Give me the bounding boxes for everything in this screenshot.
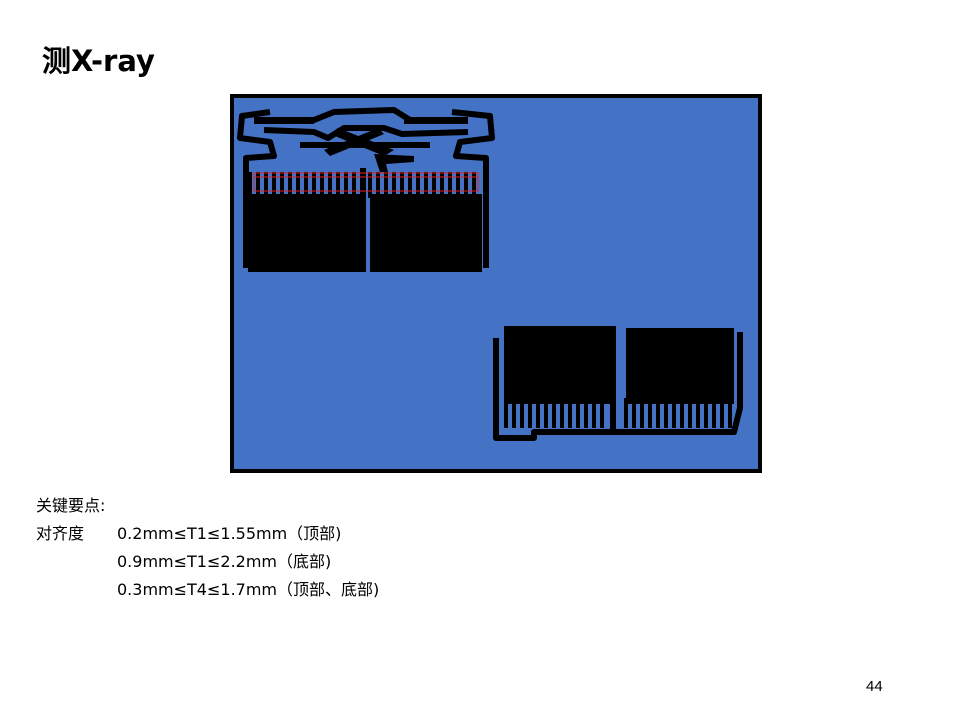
connector-pin — [632, 398, 636, 428]
connector-pin — [696, 398, 700, 428]
bottom-connector-block — [504, 326, 734, 434]
key-points-heading: 关键要点: — [36, 496, 106, 515]
connector-pin — [592, 398, 596, 428]
top-connector-block — [248, 168, 482, 272]
connector-pin — [248, 172, 252, 198]
connector-pin — [288, 172, 292, 198]
connector-pin — [528, 398, 532, 428]
connector-pin — [640, 398, 644, 428]
connector-pin — [312, 172, 316, 198]
alignment-label: 对齐度 — [36, 524, 85, 543]
connector-pin — [352, 172, 356, 198]
page-number: 44 — [866, 678, 883, 695]
xray-image-graphic — [237, 107, 743, 441]
connector-pin — [408, 172, 412, 198]
connector-pin — [280, 172, 284, 198]
connector-pin — [344, 172, 348, 198]
tolerance-line: 0.2mm≤T1≤1.55mm（顶部) — [117, 524, 342, 543]
connector-pin — [264, 172, 268, 198]
connector-pin — [624, 398, 628, 428]
connector-pin — [464, 172, 468, 198]
connector-pin — [536, 398, 540, 428]
connector-pin — [584, 398, 588, 428]
connector-pin — [368, 172, 372, 198]
connector-pin — [384, 172, 388, 198]
bottom-connector-pins — [504, 398, 732, 428]
top-connector-pins — [248, 172, 476, 198]
connector-pin — [328, 172, 332, 198]
connector-pin — [424, 172, 428, 198]
connector-pin — [576, 398, 580, 428]
connector-pin — [704, 398, 708, 428]
connector-pin — [296, 172, 300, 198]
top-measure-box — [253, 172, 479, 192]
connector-pin — [376, 172, 380, 198]
connector-pin — [272, 172, 276, 198]
connector-pin — [336, 172, 340, 198]
connector-pin — [504, 398, 508, 428]
connector-pin — [648, 398, 652, 428]
connector-pin — [304, 172, 308, 198]
connector-pin — [440, 172, 444, 198]
top-connector-body — [254, 118, 468, 172]
connector-pin — [512, 398, 516, 428]
connector-pin — [680, 398, 684, 428]
connector-pin — [568, 398, 572, 428]
connector-pin — [552, 398, 556, 428]
tolerance-line: 0.9mm≤T1≤2.2mm（底部) — [117, 552, 332, 571]
connector-pin — [416, 172, 420, 198]
bottom-connector-housing — [493, 332, 743, 441]
connector-pin — [560, 398, 564, 428]
connector-pin — [656, 398, 660, 428]
connector-pin — [448, 172, 452, 198]
connector-pin — [392, 172, 396, 198]
slide-title: 测X-ray — [42, 44, 155, 78]
connector-pin — [432, 172, 436, 198]
connector-pin — [472, 172, 476, 198]
connector-pin — [520, 398, 524, 428]
connector-pin — [720, 398, 724, 428]
connector-pin — [712, 398, 716, 428]
connector-pin — [600, 398, 604, 428]
connector-pin — [456, 172, 460, 198]
connector-pin — [664, 398, 668, 428]
connector-pin — [320, 172, 324, 198]
xray-image — [230, 94, 762, 473]
tolerance-line: 0.3mm≤T4≤1.7mm（顶部、底部) — [117, 580, 380, 599]
connector-pin — [256, 172, 260, 198]
connector-pin — [672, 398, 676, 428]
connector-pin — [400, 172, 404, 198]
connector-pin — [728, 398, 732, 428]
connector-pin — [688, 398, 692, 428]
connector-pin — [544, 398, 548, 428]
